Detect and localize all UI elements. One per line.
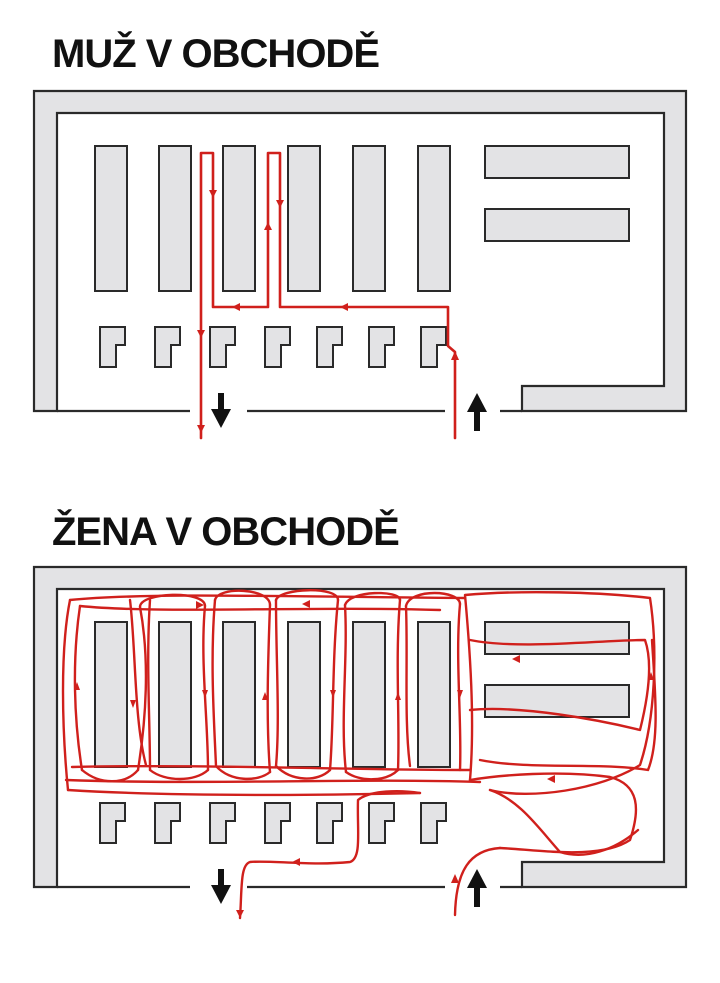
man-shopping-path — [197, 151, 459, 440]
woman-shopping-path — [61, 589, 657, 920]
women-panel-title: ŽENA V OBCHODĚ — [52, 510, 400, 554]
men-panel-title: MUŽ V OBCHODĚ — [52, 32, 380, 76]
man-store-floor — [32, 89, 688, 433]
